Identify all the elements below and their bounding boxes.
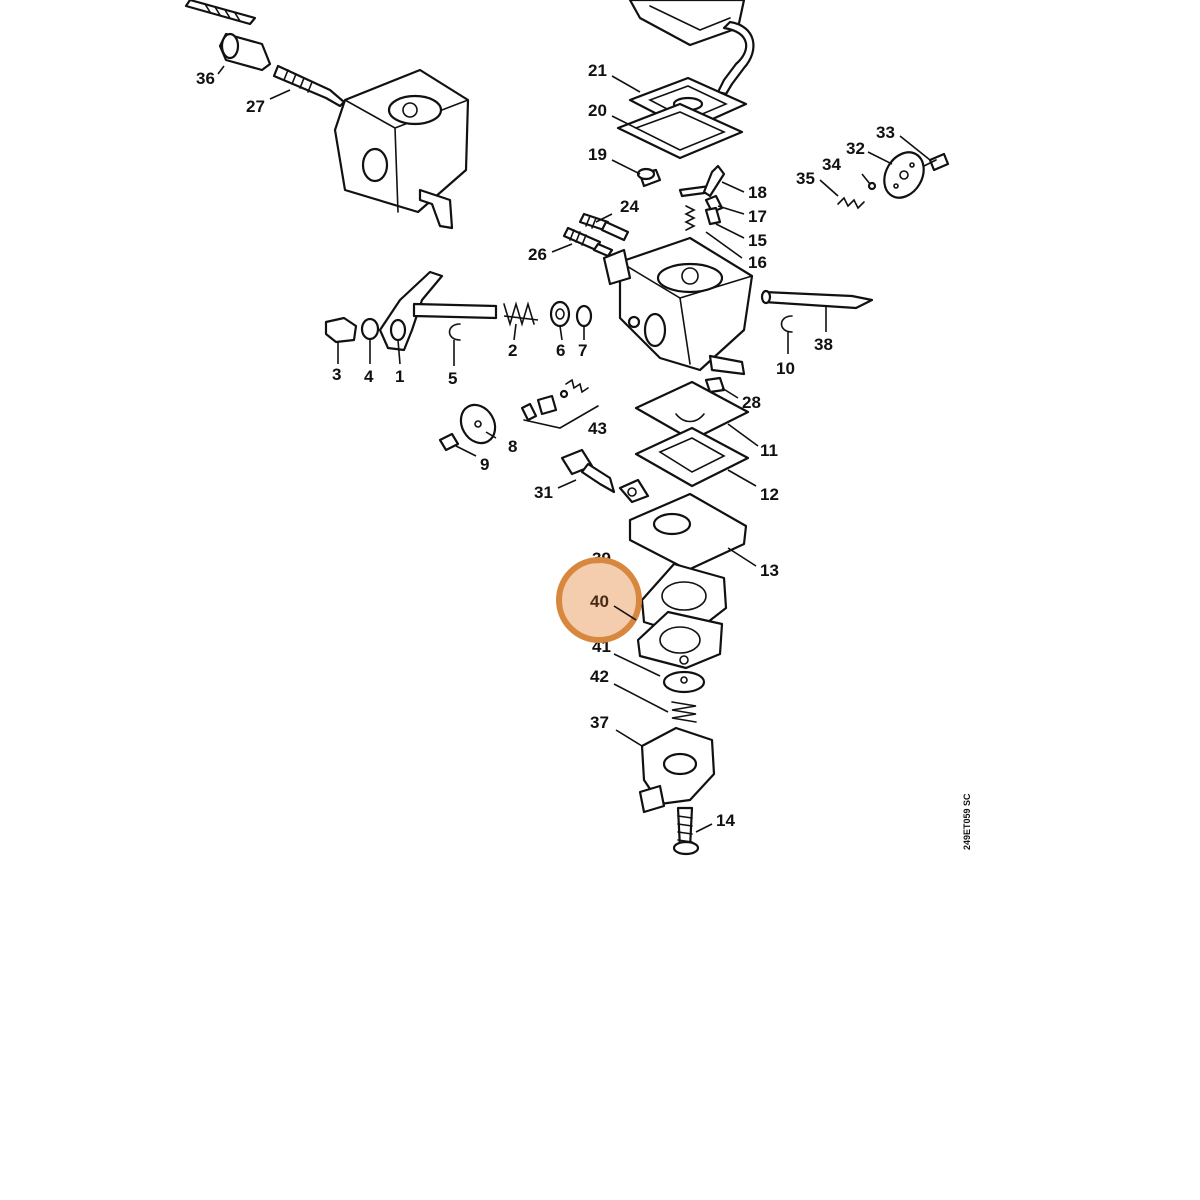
callout-33: 33: [876, 123, 895, 142]
part-24-screw: [578, 212, 630, 242]
part-19-screw: [636, 167, 662, 188]
part-7-ring: [575, 304, 593, 328]
callout-1: 1: [395, 367, 404, 386]
part-38-shaft: [760, 289, 874, 310]
callout-5: 5: [448, 369, 457, 388]
callout-27: 27: [246, 97, 265, 116]
callout-40: 40: [590, 592, 609, 611]
part-main-carburetor-body: [602, 236, 754, 376]
part-35-spring: [837, 196, 865, 210]
part-27-adjusting-screw: [269, 64, 346, 108]
part-40-diaphragm: [636, 610, 724, 670]
callout-37: 37: [590, 713, 609, 732]
drawing-code: 249ET059 SC: [962, 793, 972, 850]
callout-labels: 36 27 21 20 19 18 17 15 16 33 32 34 35 2…: [196, 61, 895, 830]
part-32-plate: [883, 151, 925, 199]
highlight-marker-40[interactable]: 40: [556, 557, 642, 643]
part-37-pump-cover: [638, 726, 716, 814]
part-42-valve: [662, 670, 706, 694]
callout-7: 7: [578, 341, 587, 360]
callout-24: 24: [620, 197, 639, 216]
part-15-spring: [684, 205, 722, 231]
callout-14: 14: [716, 811, 735, 830]
callout-35: 35: [796, 169, 815, 188]
part-4-washer: [360, 317, 380, 341]
callout-9: 9: [480, 455, 489, 474]
callout-11: 11: [760, 441, 778, 460]
callout-13: 13: [760, 561, 779, 580]
callout-32: 32: [846, 139, 865, 158]
part-8-plate: [459, 403, 497, 445]
callout-6: 6: [556, 341, 565, 360]
part-43-valve-set: [520, 378, 599, 429]
callout-36: 36: [196, 69, 215, 88]
callout-42: 42: [590, 667, 609, 686]
part-carburetor-small: [333, 68, 470, 230]
callout-38: 38: [814, 335, 833, 354]
part-18-lever: [678, 164, 726, 198]
part-21-diaphragm: [628, 76, 748, 132]
callout-4: 4: [364, 367, 374, 386]
part-5-clip: [448, 323, 461, 341]
part-33-screw: [923, 152, 950, 172]
part-spring: [671, 701, 697, 723]
part-3-screw: [324, 316, 358, 344]
part-10-clip: [780, 315, 793, 333]
part-6-washer: [549, 300, 571, 328]
part-34-ball: [867, 181, 877, 191]
part-31-needle: [560, 448, 616, 494]
part-needle-top: [184, 0, 257, 26]
part-20-gasket: [616, 102, 744, 160]
callout-26: 26: [528, 245, 547, 264]
callout-18: 18: [748, 183, 767, 202]
part-1-throttle-lever: [378, 270, 498, 352]
callout-28: 28: [742, 393, 761, 412]
callout-12: 12: [760, 485, 779, 504]
callout-16: 16: [748, 253, 767, 272]
part-13-metering-body: [618, 478, 748, 572]
leader-lines: [337, 75, 931, 833]
part-2-spring: [503, 301, 535, 327]
highlight-circle[interactable]: [556, 557, 642, 643]
callout-20: 20: [588, 101, 607, 120]
callout-21: 21: [588, 61, 607, 80]
callout-31: 31: [534, 483, 553, 502]
callout-3: 3: [332, 365, 341, 384]
callout-10: 10: [776, 359, 795, 378]
callout-15: 15: [748, 231, 767, 250]
callout-19: 19: [588, 145, 607, 164]
callout-34: 34: [822, 155, 841, 174]
part-9-screw: [438, 432, 460, 452]
part-36-sleeve: [217, 32, 272, 75]
callout-2: 2: [508, 341, 517, 360]
part-14-screw: [672, 806, 700, 856]
callout-43: 43: [588, 419, 607, 438]
callout-8: 8: [508, 437, 517, 456]
part-11-gasket: [634, 380, 750, 442]
part-12-gasket: [634, 426, 750, 488]
callout-17: 17: [748, 207, 767, 226]
